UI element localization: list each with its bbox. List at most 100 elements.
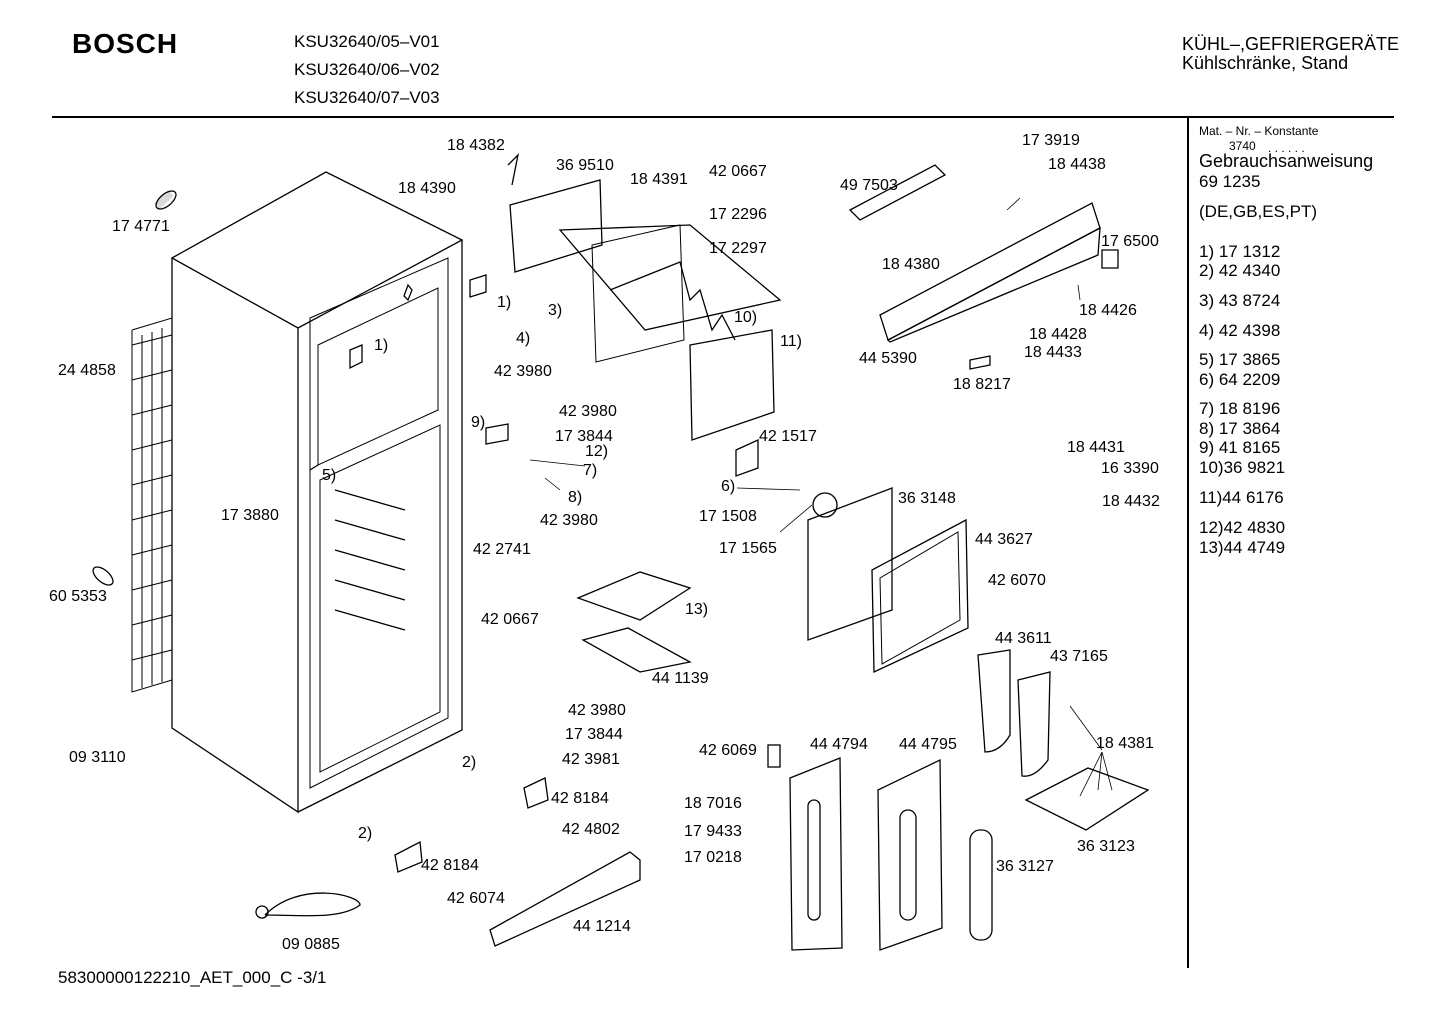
part-callout: 44 4795 <box>899 736 957 753</box>
part-callout: 36 3127 <box>996 858 1054 875</box>
part-callout: 36 3148 <box>898 490 956 507</box>
part-callout: 44 1214 <box>573 918 631 935</box>
part-callout: 09 0885 <box>282 936 340 953</box>
leader-lines <box>529 197 1113 797</box>
part-callout: 18 7016 <box>684 795 742 812</box>
part-callout: 42 3980 <box>559 403 617 420</box>
model-number: KSU32640/05–V01 <box>294 32 440 51</box>
part-callout: 36 9510 <box>556 157 614 174</box>
document-id: 58300000122210_AET_000_C -3/1 <box>58 968 327 987</box>
part-callout: 16 3390 <box>1101 460 1159 477</box>
part-callout: 17 4771 <box>112 218 170 235</box>
ref-item: 4) 42 4398 <box>1199 321 1281 340</box>
part-callout: 42 6074 <box>447 890 505 907</box>
ref-item: 1) 17 1312 <box>1199 242 1281 261</box>
fan-cover-parts <box>807 487 969 674</box>
part-callout: 42 6069 <box>699 742 757 759</box>
part-callout: 60 5353 <box>49 588 107 605</box>
part-callout: 42 0667 <box>709 163 767 180</box>
header-divider <box>52 116 1394 118</box>
part-callout: 24 4858 <box>58 362 116 379</box>
part-callout: 18 4382 <box>447 137 505 154</box>
part-callout: 18 4381 <box>1096 735 1154 752</box>
part-callout: 2) <box>462 754 477 771</box>
category-subtitle: Kühlschränke, Stand <box>1182 53 1349 73</box>
model-number: KSU32640/06–V02 <box>294 60 440 79</box>
part-callout: 17 3844 <box>565 726 623 743</box>
constant-label: Mat. – Nr. – Konstante <box>1199 124 1319 138</box>
part-callout: 13) <box>685 601 709 618</box>
part-callout: 18 4431 <box>1067 439 1125 456</box>
category-title: KÜHL–,GEFRIERGERÄTE <box>1182 34 1400 54</box>
part-callout: 7) <box>583 462 598 479</box>
part-callout: 42 3981 <box>562 751 620 768</box>
part-callout: 17 2297 <box>709 240 767 257</box>
power-cord <box>255 892 361 919</box>
fridge-cabinet <box>170 171 464 814</box>
part-callout: 42 3980 <box>494 363 552 380</box>
ref-item: 11)44 6176 <box>1199 488 1284 507</box>
part-callout: 9) <box>471 414 486 431</box>
condenser-coil <box>131 317 173 693</box>
part-callout: 18 4380 <box>882 256 940 273</box>
part-callout: 17 0218 <box>684 849 742 866</box>
part-callout: 18 4438 <box>1048 156 1106 173</box>
part-callout: 17 1508 <box>699 508 757 525</box>
tube-part <box>92 190 177 586</box>
part-callout: 17 6500 <box>1101 233 1159 250</box>
part-callout: 42 3980 <box>568 702 626 719</box>
door-trims <box>977 649 1150 831</box>
part-callout: 18 4426 <box>1079 302 1137 319</box>
part-callout: 3) <box>548 302 563 319</box>
crisper-handle <box>489 851 641 947</box>
part-callout: 42 2741 <box>473 541 531 558</box>
part-callout: 42 6070 <box>988 572 1046 589</box>
part-callout: 17 3880 <box>221 507 279 524</box>
part-callout: 4) <box>516 330 531 347</box>
side-divider <box>1187 118 1189 968</box>
part-callout: 44 4794 <box>810 736 868 753</box>
part-callout: 18 4391 <box>630 171 688 188</box>
part-callout: 18 4428 <box>1029 326 1087 343</box>
manual-label: Gebrauchsanweisung <box>1199 151 1374 171</box>
part-callout: 17 9433 <box>684 823 742 840</box>
manual-number: 69 1235 <box>1199 172 1261 191</box>
part-callout: 17 1565 <box>719 540 777 557</box>
ref-item: 6) 64 2209 <box>1199 370 1281 389</box>
ref-item: 8) 17 3864 <box>1199 419 1281 438</box>
part-callout: 36 3123 <box>1077 838 1135 855</box>
part-callout: 42 1517 <box>759 428 817 445</box>
part-callout: 6) <box>721 478 736 495</box>
ref-item: 2) 42 4340 <box>1199 261 1281 280</box>
part-callout: 1) <box>497 294 512 311</box>
ref-item: 10)36 9821 <box>1199 458 1286 477</box>
door-liners <box>789 757 993 951</box>
constant-dots: . . . . . . <box>1268 141 1305 155</box>
part-callout: 5) <box>322 467 337 484</box>
manual-languages: (DE,GB,ES,PT) <box>1199 202 1318 221</box>
part-callout: 42 8184 <box>551 790 609 807</box>
ref-item: 7) 18 8196 <box>1199 399 1281 418</box>
part-callout: 18 4433 <box>1024 344 1082 361</box>
part-callout: 44 1139 <box>652 670 709 687</box>
ref-item: 9) 41 8165 <box>1199 438 1281 457</box>
part-callout: 44 3627 <box>975 531 1033 548</box>
part-callout: 43 7165 <box>1050 648 1108 665</box>
part-callout: 8) <box>568 489 583 506</box>
brand-logo: BOSCH <box>72 28 179 59</box>
part-callout: 42 0667 <box>481 611 539 628</box>
constant-value: 3740 <box>1229 139 1256 153</box>
part-callout: 49 7503 <box>840 177 898 194</box>
part-callout: 09 3110 <box>69 749 126 766</box>
part-callout: 2) <box>358 825 373 842</box>
ref-item: 12)42 4830 <box>1199 518 1286 537</box>
part-callout: 42 8184 <box>421 857 479 874</box>
part-callout: 44 3611 <box>995 630 1052 647</box>
part-callout: 17 3919 <box>1022 132 1080 149</box>
control-panel <box>848 164 1119 370</box>
part-callout: 18 4432 <box>1102 493 1160 510</box>
door-shelves <box>576 571 692 673</box>
part-callout: 11) <box>780 333 802 350</box>
part-callout: 42 3980 <box>540 512 598 529</box>
